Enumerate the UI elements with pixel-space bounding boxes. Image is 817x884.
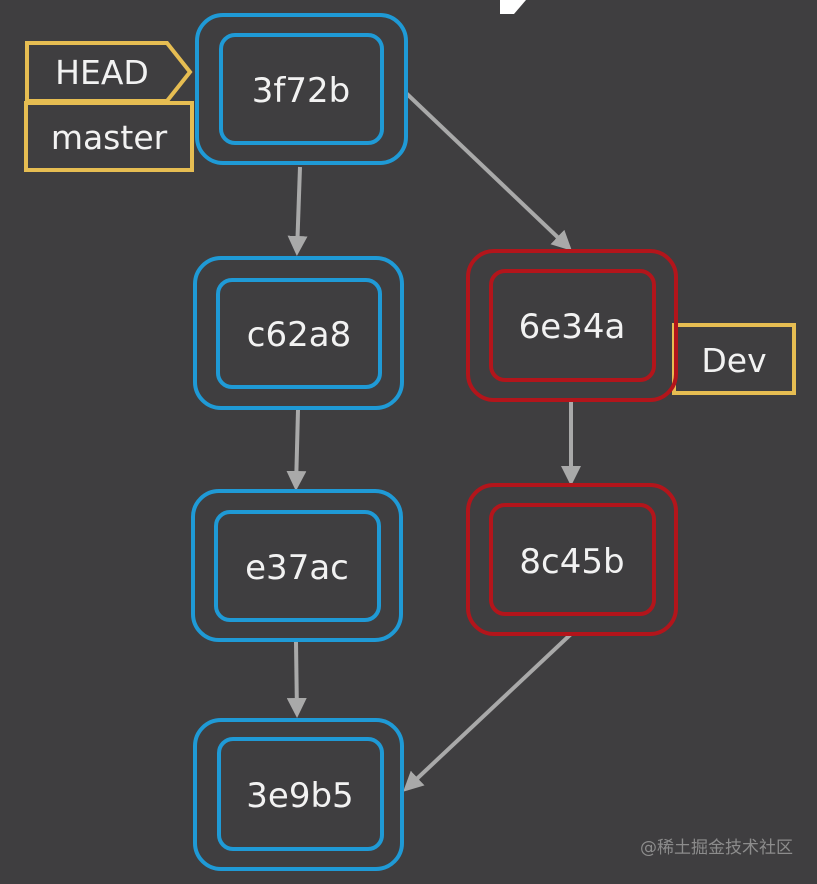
commit-node-6e34a[interactable]: 6e34a <box>466 249 678 402</box>
master-ref-label: master <box>24 101 194 172</box>
dev-ref-text: Dev <box>701 341 766 380</box>
commit-node-3e9b5[interactable]: 3e9b5 <box>193 718 404 871</box>
commit-node-c62a8[interactable]: c62a8 <box>193 256 404 410</box>
commit-node-3f72b[interactable]: 3f72b <box>195 13 408 165</box>
commit-hash: c62a8 <box>247 315 351 355</box>
head-ref-label: HEAD <box>25 41 193 103</box>
edge-3f72b-6e34a <box>404 91 572 251</box>
cropped-title-fragment <box>500 0 526 14</box>
edge-e37ac-3e9b5 <box>286 641 307 718</box>
commit-hash: 6e34a <box>519 307 626 347</box>
master-ref-text: master <box>51 118 168 157</box>
head-ref-text: HEAD <box>55 53 149 92</box>
watermark-text: @稀土掘金技术社区 <box>640 838 793 858</box>
commit-node-8c45b[interactable]: 8c45b <box>466 483 678 636</box>
commit-hash: 3e9b5 <box>246 776 353 816</box>
edge-3f72b-c62a8 <box>287 166 308 256</box>
commit-hash: 3f72b <box>252 71 350 111</box>
commit-hash: 8c45b <box>519 542 624 582</box>
dev-ref-label: Dev <box>672 323 796 395</box>
commit-hash: e37ac <box>245 548 349 588</box>
edges <box>286 91 581 792</box>
edge-c62a8-e37ac <box>286 409 307 491</box>
edge-8c45b-3e9b5 <box>403 632 573 792</box>
commit-node-e37ac[interactable]: e37ac <box>191 489 403 642</box>
